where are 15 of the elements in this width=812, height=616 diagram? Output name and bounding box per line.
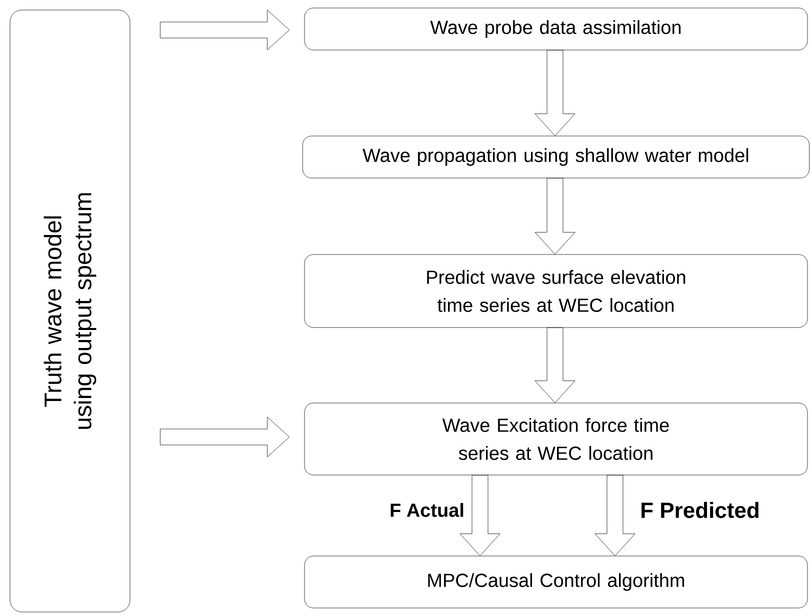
- process-box: Wave probe data assimilation: [304, 8, 808, 50]
- hollow-arrow: [160, 416, 290, 458]
- hollow-arrow: [534, 328, 576, 403]
- edge-label: F Predicted: [639, 500, 761, 520]
- process-box: Wave propagation using shallow water model: [302, 136, 810, 178]
- process-box: Predict wave surface elevation time series at WEC location: [304, 254, 808, 328]
- process-box: Truth wave model using output spectrum: [10, 10, 130, 612]
- hollow-arrow: [460, 475, 500, 556]
- hollow-arrow: [594, 475, 636, 556]
- process-box: MPC/Causal Control algorithm: [304, 556, 808, 608]
- process-box: Wave Excitation force time series at WEC location: [304, 402, 808, 476]
- edge-label: F Actual: [388, 502, 466, 518]
- hollow-arrow: [160, 10, 290, 50]
- hollow-arrow: [534, 178, 576, 254]
- hollow-arrow: [534, 50, 576, 136]
